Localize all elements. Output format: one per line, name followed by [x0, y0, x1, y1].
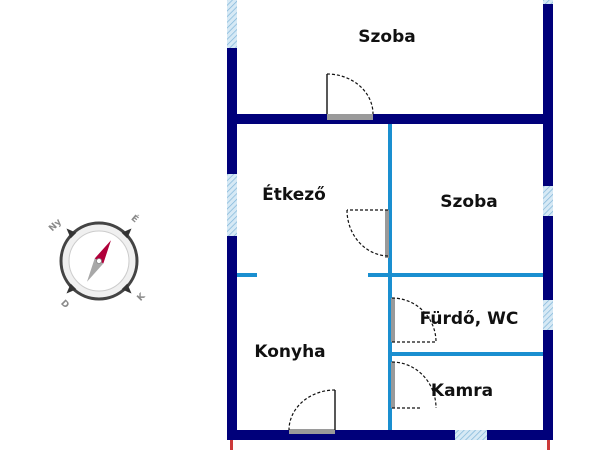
inner-walls — [237, 124, 543, 430]
room-label-kamra: Kamra — [431, 381, 493, 401]
compass-east-label: K — [136, 291, 149, 304]
compass-south-label: D — [58, 298, 70, 310]
door-furdo — [391, 297, 437, 343]
window-right-mid — [543, 186, 553, 216]
compass-north-label: É — [129, 212, 141, 225]
upper-partition-wall — [227, 114, 553, 124]
room-label-szoba-top: Szoba — [358, 27, 415, 47]
doors — [288, 73, 437, 434]
bottom-outer-wall — [227, 430, 553, 440]
compass-west-label: Ny — [47, 217, 64, 234]
bottom-posts — [230, 440, 550, 450]
inner-wall-stub-left — [237, 273, 257, 277]
room-label-furdo: Fürdő, WC — [420, 309, 519, 329]
right-outer-wall — [543, 0, 553, 440]
inner-wall-furdo-kamra — [392, 352, 543, 356]
compass-ticks — [66, 228, 132, 294]
window-left-top — [227, 0, 237, 48]
door-kamra — [391, 361, 437, 409]
room-label-konyha: Konyha — [254, 342, 325, 362]
window-right-bath — [543, 300, 553, 330]
inner-wall-szoba-furdo — [368, 273, 543, 277]
room-label-szoba-mid: Szoba — [440, 192, 497, 212]
door-entrance — [288, 389, 336, 434]
door-szoba-mid — [346, 209, 389, 258]
window-right-top — [543, 0, 553, 4]
room-label-etkezo: Étkező — [262, 183, 326, 205]
compass-needle — [87, 240, 111, 282]
window-left-mid — [227, 174, 237, 236]
window-bottom — [455, 430, 487, 440]
door-top-szoba — [326, 73, 374, 120]
windows — [227, 0, 553, 440]
compass: É K D Ny — [47, 212, 148, 311]
